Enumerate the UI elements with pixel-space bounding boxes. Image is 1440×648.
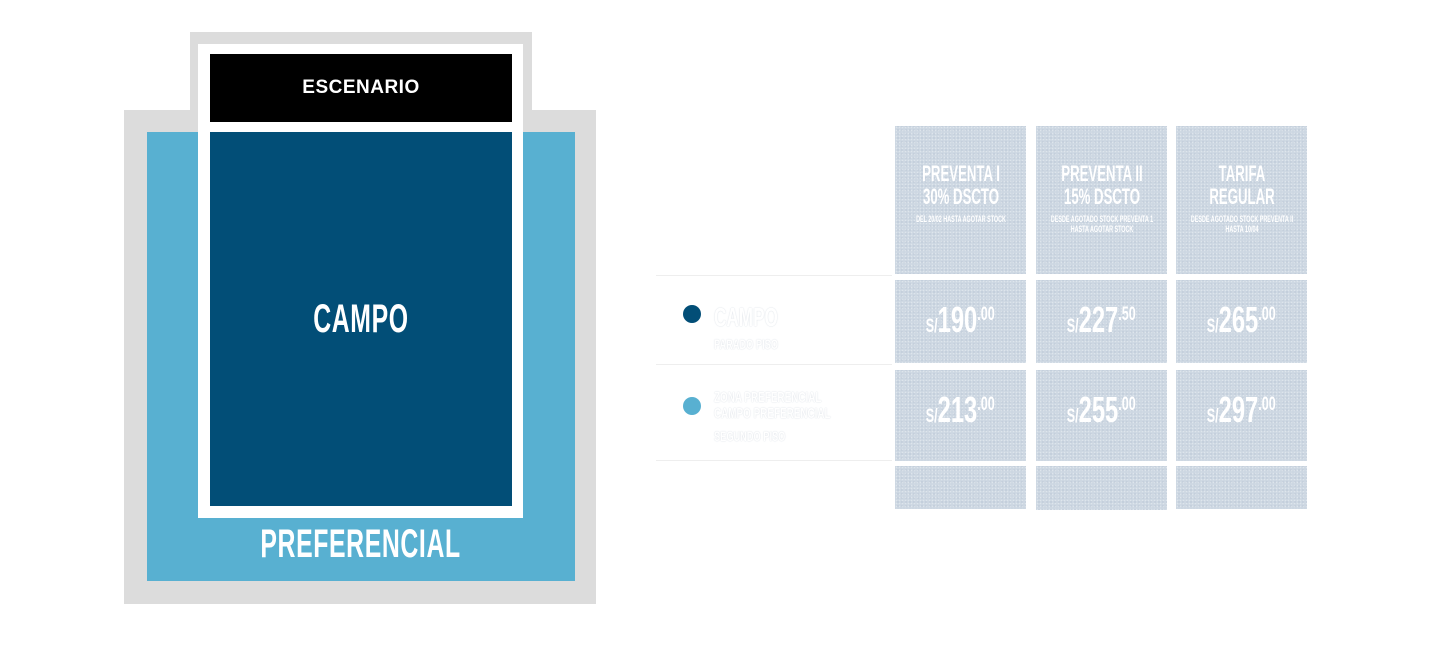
row-divider bbox=[656, 275, 892, 276]
price-integer: 255 bbox=[1078, 389, 1119, 430]
price-currency: S/ bbox=[926, 406, 938, 427]
header-title-line2: 30% DSCTO bbox=[922, 184, 999, 209]
price: S/ 190 .00 bbox=[926, 302, 995, 363]
price-cell[interactable]: S/ 213 .00 bbox=[895, 370, 1026, 461]
price-decimal: .00 bbox=[977, 394, 995, 415]
row-zone-sub: SEGUNDO PISO bbox=[714, 428, 786, 444]
price-cell[interactable]: S/ 297 .00 bbox=[1176, 370, 1307, 461]
price: S/ 213 .00 bbox=[926, 392, 995, 461]
zone-campo[interactable]: CAMPO bbox=[210, 132, 512, 506]
price-cell[interactable]: S/ 227 .50 bbox=[1036, 280, 1167, 363]
row-divider bbox=[656, 364, 892, 365]
campo-color-dot bbox=[683, 305, 701, 323]
header-title-line2: 15% DSCTO bbox=[1063, 184, 1140, 209]
venue-map: CAMPO ESCENARIO PREFERENCIAL bbox=[0, 0, 620, 648]
header-note: DESDE AGOTADO STOCK PREVENTA 1 HASTA AGO… bbox=[1050, 214, 1153, 234]
preferencial-label-wrap: PREFERENCIAL bbox=[147, 522, 575, 567]
price-decimal: .00 bbox=[1258, 304, 1276, 325]
price-decimal: .00 bbox=[1118, 394, 1136, 415]
header-title-line2: REGULAR bbox=[1208, 184, 1275, 209]
row-zone-name-line2: CAMPO PREFERENCIAL bbox=[714, 405, 831, 422]
header-note: DESDE AGOTADO STOCK PREVENTA II HASTA 10… bbox=[1190, 214, 1293, 234]
stage: ESCENARIO bbox=[210, 54, 512, 122]
price-cell[interactable]: S/ 190 .00 bbox=[895, 280, 1026, 363]
price-decimal: .00 bbox=[1258, 394, 1276, 415]
price-currency: S/ bbox=[1067, 406, 1079, 427]
price-integer: 265 bbox=[1218, 299, 1259, 340]
price-integer: 227 bbox=[1078, 299, 1119, 340]
row-divider bbox=[656, 460, 892, 461]
stage-label: ESCENARIO bbox=[302, 77, 420, 98]
price-decimal: .50 bbox=[1118, 304, 1136, 325]
price: S/ 265 .00 bbox=[1207, 302, 1276, 363]
header-tarifa-regular: TARIFA REGULAR DESDE AGOTADO STOCK PREVE… bbox=[1176, 126, 1307, 274]
row-zone-sub: PARADO PISO bbox=[714, 336, 779, 352]
price-cell[interactable]: S/ 265 .00 bbox=[1176, 280, 1307, 363]
price-cell[interactable]: S/ 255 .00 bbox=[1036, 370, 1167, 461]
header-title: TARIFA REGULAR bbox=[1182, 162, 1302, 208]
price: S/ 227 .50 bbox=[1067, 302, 1136, 363]
price-integer: 190 bbox=[937, 299, 978, 340]
price-currency: S/ bbox=[926, 316, 938, 337]
header-title: PREVENTA II 15% DSCTO bbox=[1042, 162, 1162, 208]
header-preventa-1: PREVENTA I 30% DSCTO DEL 20/02 HASTA AGO… bbox=[895, 126, 1026, 274]
empty-cell bbox=[1176, 466, 1307, 509]
price-currency: S/ bbox=[1207, 406, 1219, 427]
preferencial-label: PREFERENCIAL bbox=[260, 522, 462, 566]
empty-cell bbox=[1036, 466, 1167, 510]
row-zone-name: CAMPO bbox=[714, 302, 778, 332]
header-preventa-2: PREVENTA II 15% DSCTO DESDE AGOTADO STOC… bbox=[1036, 126, 1167, 274]
price-integer: 213 bbox=[937, 389, 978, 430]
campo-label: CAMPO bbox=[313, 296, 409, 341]
price-integer: 297 bbox=[1218, 389, 1259, 430]
price: S/ 297 .00 bbox=[1207, 392, 1276, 461]
header-title: PREVENTA I 30% DSCTO bbox=[901, 162, 1021, 208]
empty-cell bbox=[895, 466, 1026, 509]
price: S/ 255 .00 bbox=[1067, 392, 1136, 461]
header-note: DEL 20/02 HASTA AGOTAR STOCK bbox=[915, 214, 1006, 224]
header-title-line1: TARIFA bbox=[1218, 161, 1265, 186]
header-title-line1: PREVENTA II bbox=[1060, 161, 1143, 186]
price-currency: S/ bbox=[1207, 316, 1219, 337]
header-title-line1: PREVENTA I bbox=[921, 161, 1000, 186]
row-zone-name: ZONA PREFERENCIAL bbox=[714, 389, 822, 406]
price-currency: S/ bbox=[1067, 316, 1079, 337]
price-decimal: .00 bbox=[977, 304, 995, 325]
preferencial-color-dot bbox=[683, 397, 701, 415]
